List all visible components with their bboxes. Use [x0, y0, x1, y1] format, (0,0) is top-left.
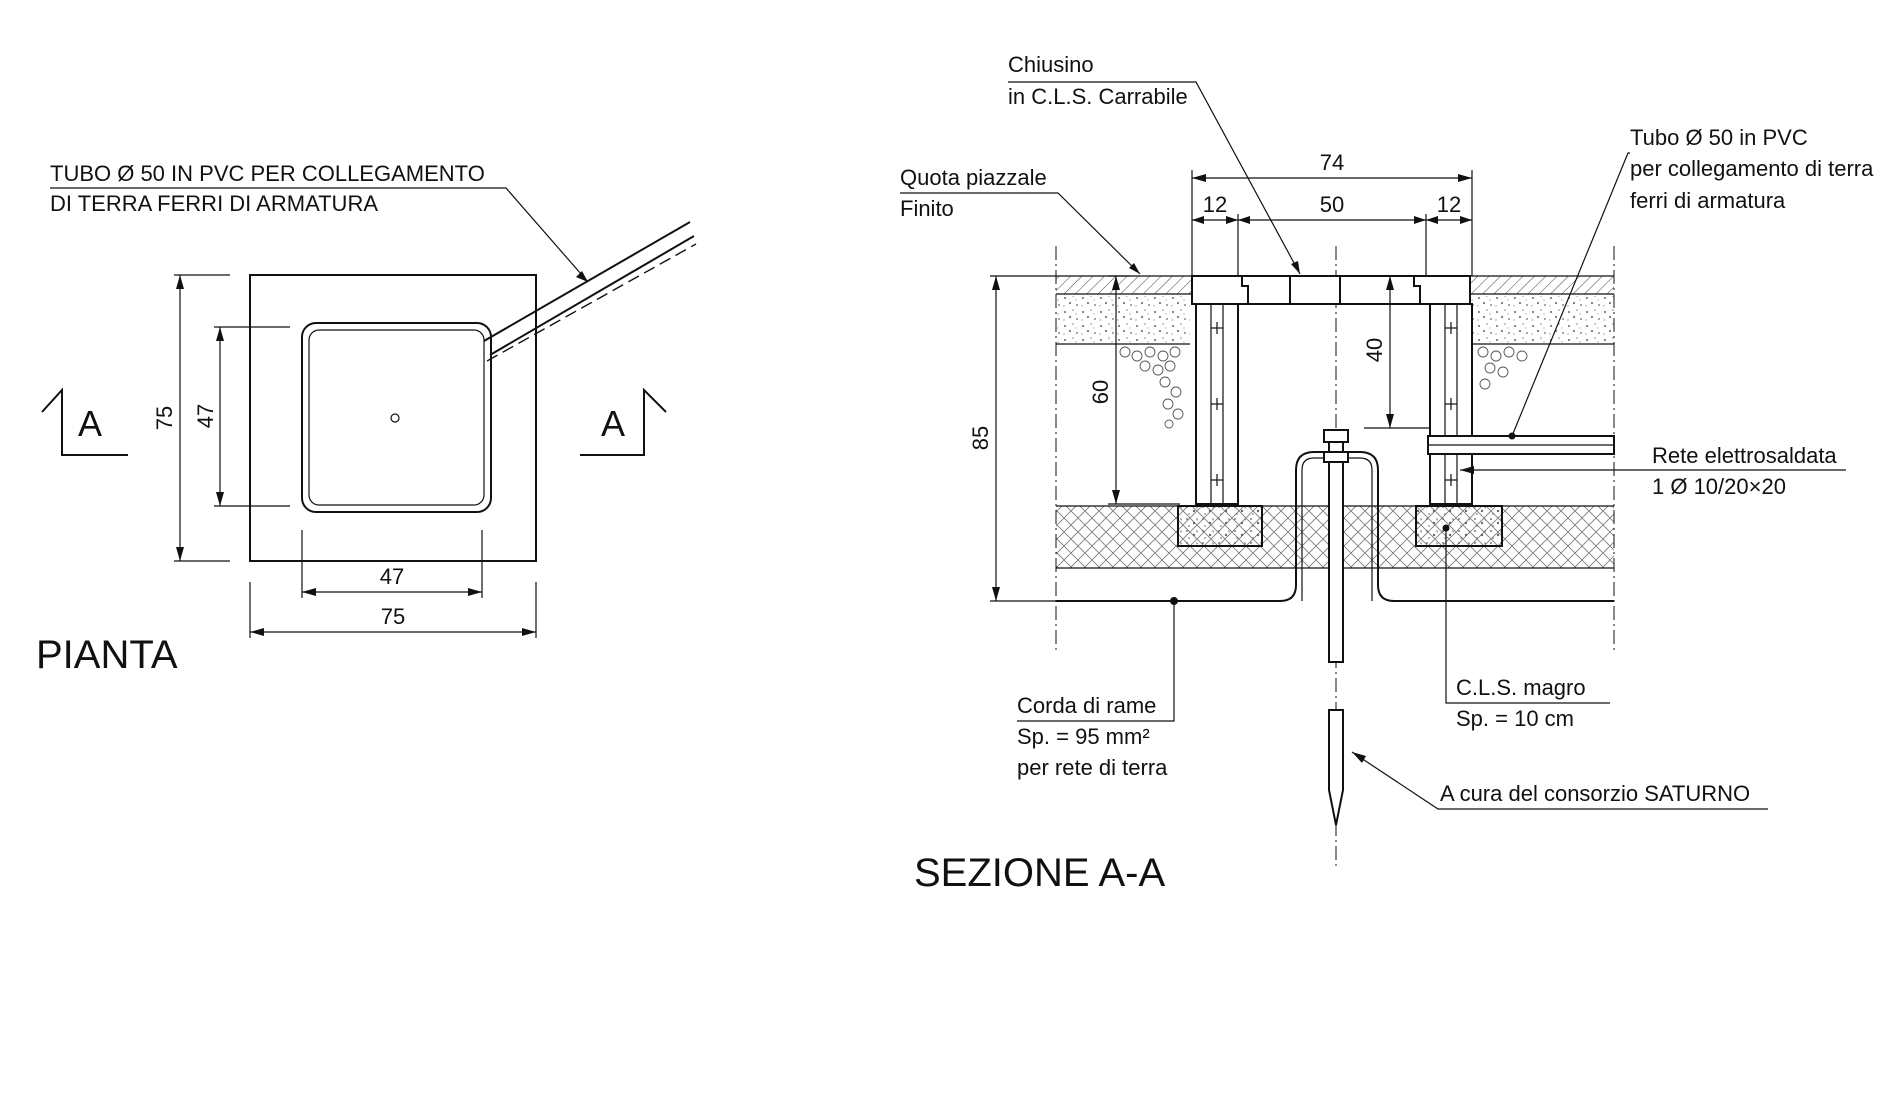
- quota-leader: [900, 192, 1141, 275]
- dim-depth-85: 85: [968, 426, 993, 450]
- consorzio-leader: [1351, 751, 1768, 810]
- cls-label-2: Sp. = 10 cm: [1456, 706, 1574, 731]
- consorzio-label: A cura del consorzio SATURNO: [1440, 781, 1750, 806]
- corda-leader: [1017, 601, 1175, 722]
- plan-tube-edge-2: [489, 235, 695, 356]
- corda-label-1: Corda di rame: [1017, 693, 1156, 718]
- section-view: 74 12 50 12 40 60 85 Chiusino in C.L.S. …: [900, 52, 1874, 895]
- section-title: SEZIONE A-A: [914, 851, 1165, 895]
- chiusino-arrowhead: [1291, 261, 1300, 274]
- plan-tube-label-2: DI TERRA FERRI DI ARMATURA: [50, 191, 378, 216]
- consorzio-arrowhead: [1352, 752, 1366, 763]
- dim-depth-40: 40: [1362, 338, 1387, 362]
- gravel-left: [1056, 296, 1190, 344]
- dim-total-width: 74: [1320, 150, 1344, 175]
- dim-left-wall: 12: [1203, 192, 1227, 217]
- tubo-label-3: ferri di armatura: [1630, 188, 1786, 213]
- plan-tube-edge-1: [483, 221, 691, 342]
- section-marker-right-letter: A: [601, 403, 625, 444]
- plan-center-point: [390, 413, 400, 423]
- plan-inner-square-inner: [308, 329, 485, 506]
- plan-title: PIANTA: [36, 633, 178, 677]
- plan-tube-arrowhead: [576, 271, 588, 282]
- dim-right-wall: 12: [1437, 192, 1461, 217]
- dim-inner-vertical: 47: [193, 404, 218, 428]
- gravel-right: [1470, 296, 1614, 344]
- dim-outer-vertical: 75: [152, 406, 177, 430]
- rete-arrowhead: [1460, 466, 1474, 474]
- quota-label-1: Quota piazzale: [900, 165, 1047, 190]
- chiusino-label-1: Chiusino: [1008, 52, 1094, 77]
- rebar-ticks: [1211, 322, 1457, 486]
- cls-label-1: C.L.S. magro: [1456, 675, 1586, 700]
- quota-label-2: Finito: [900, 196, 954, 221]
- pebbles-right: [1477, 346, 1528, 390]
- manhole-cover: [1191, 275, 1471, 305]
- corda-label-3: per rete di terra: [1017, 755, 1168, 780]
- section-marker-left: A: [41, 387, 128, 456]
- plan-tube-dashed: [486, 243, 697, 362]
- pebbles-left: [1119, 346, 1184, 429]
- chiusino-label-2: in C.L.S. Carrabile: [1008, 84, 1188, 109]
- tubo-label-1: Tubo Ø 50 in PVC: [1630, 125, 1808, 150]
- quota-arrowhead: [1129, 263, 1140, 274]
- plan-inner-square: [301, 322, 492, 513]
- tubo-leader: [1511, 152, 1630, 437]
- tubo-label-2: per collegamento di terra: [1630, 156, 1874, 181]
- ground-rod-tip: [1328, 709, 1344, 826]
- ground-rod-clamp: [1323, 429, 1349, 443]
- section-marker-left-letter: A: [78, 403, 102, 444]
- dim-depth-60: 60: [1088, 380, 1113, 404]
- cls-leader: [1445, 528, 1610, 704]
- dim-inner-horizontal: 47: [380, 564, 404, 589]
- dim-opening: 50: [1320, 192, 1344, 217]
- chiusino-leader: [1008, 81, 1301, 275]
- plan-tube-label-1: TUBO Ø 50 IN PVC PER COLLEGAMENTO: [50, 161, 485, 186]
- section-marker-right: A: [580, 387, 667, 456]
- dim-outer-horizontal: 75: [381, 604, 405, 629]
- plan-view: TUBO Ø 50 IN PVC PER COLLEGAMENTO DI TER…: [36, 161, 697, 677]
- plan-tube-leader: [50, 187, 589, 283]
- plan-outer-square: [249, 274, 537, 562]
- ground-rod: [1328, 429, 1344, 663]
- footing-right: [1415, 505, 1503, 547]
- corda-label-2: Sp. = 95 mm²: [1017, 724, 1150, 749]
- footing-left: [1177, 505, 1263, 547]
- rete-label-1: Rete elettrosaldata: [1652, 443, 1837, 468]
- dim-arrows: [1192, 216, 1472, 224]
- ground-rod-clamp-2: [1323, 451, 1349, 463]
- rete-label-2: 1 Ø 10/20×20: [1652, 474, 1786, 499]
